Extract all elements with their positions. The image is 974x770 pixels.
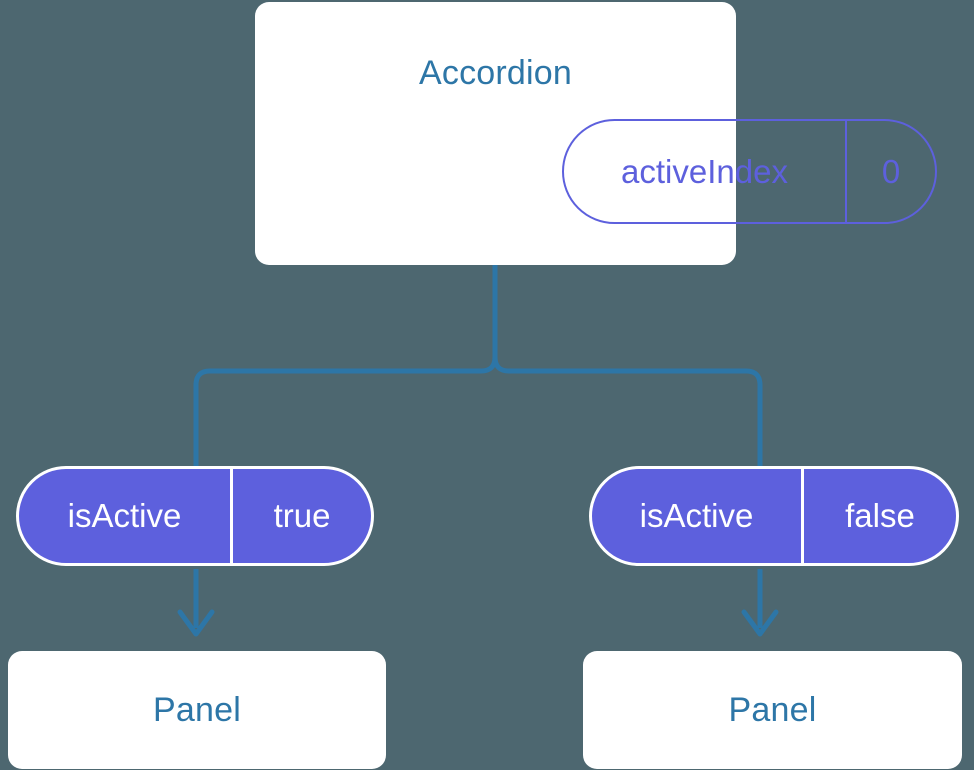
panel-right-title: Panel — [728, 691, 817, 729]
panel-left-title: Panel — [153, 691, 241, 729]
prop-pill-right-key: isActive — [592, 469, 804, 563]
accordion-card[interactable]: Accordion activeIndex 0 — [255, 2, 937, 265]
connector-right-pill-to-panel — [741, 569, 779, 637]
state-pill-key: activeIndex — [564, 121, 847, 222]
prop-pill-is-active-false[interactable]: isActive false — [589, 466, 959, 566]
prop-pill-right-value: false — [845, 497, 915, 534]
panel-card-right[interactable]: Panel — [583, 651, 962, 769]
panel-card-left[interactable]: Panel — [8, 651, 386, 769]
prop-pill-left-value: true — [273, 497, 331, 534]
connector-left-pill-to-panel — [177, 569, 215, 637]
prop-pill-left-key: isActive — [19, 469, 233, 563]
prop-pill-is-active-true[interactable]: isActive true — [16, 466, 374, 566]
accordion-title: Accordion — [419, 54, 572, 92]
state-pill-value: 0 — [881, 152, 901, 190]
connector-root-to-branches — [193, 262, 763, 469]
state-pill-active-index[interactable]: activeIndex 0 — [562, 119, 937, 224]
